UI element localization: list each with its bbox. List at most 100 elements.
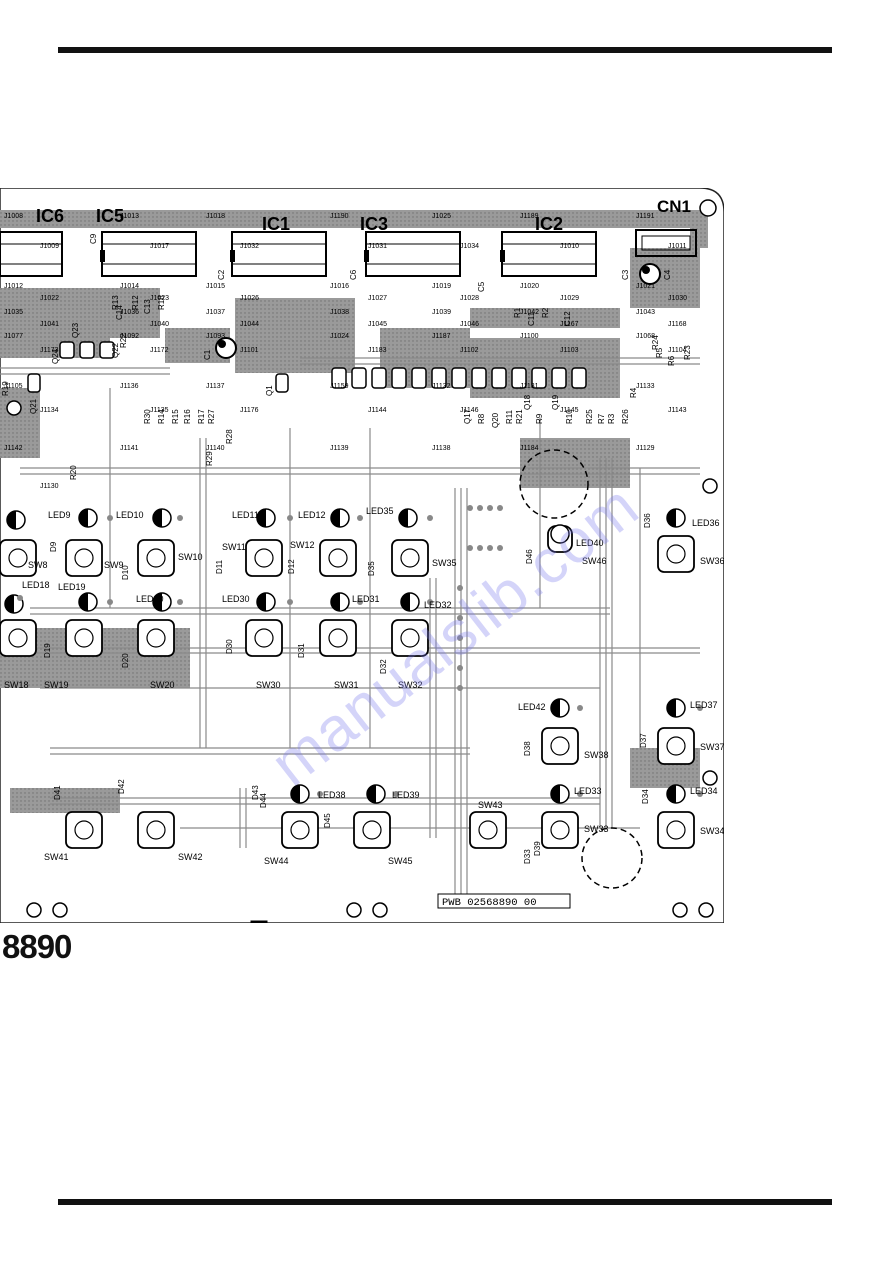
resistor-label: R25	[585, 409, 594, 424]
diode-label: D35	[367, 561, 376, 576]
switch-label: SW11	[222, 542, 246, 552]
diode-label: D34	[641, 789, 650, 804]
jumper-label: J1032	[240, 243, 259, 250]
resistor-label: R21	[515, 409, 524, 424]
jumper-label: J1173	[40, 347, 59, 354]
switch-label: SW10	[178, 552, 203, 562]
diode-label: D9	[49, 541, 58, 552]
jumper-label: J1012	[4, 283, 23, 290]
jumper-label: J1093	[206, 333, 225, 340]
led-label: LED36	[692, 518, 720, 528]
ic-chips	[0, 231, 597, 277]
mounting-circles	[519, 449, 643, 889]
tact-switches	[0, 525, 695, 849]
jumper-label: J1138	[432, 445, 451, 452]
diode-label: D11	[215, 559, 224, 574]
resistor-label: R1	[513, 307, 522, 318]
capacitor-label: C6	[349, 269, 358, 280]
resistor-label: R11	[505, 409, 514, 424]
jumper-label: J1068	[636, 333, 655, 340]
resistor-label: R22	[119, 333, 128, 348]
jumper-label: J1134	[40, 407, 59, 414]
jumper-label: J1030	[668, 295, 687, 302]
jumper-label: J1136	[120, 383, 139, 390]
diode-label: D20	[121, 653, 130, 668]
jumper-label: J1021	[636, 283, 655, 290]
capacitor-label: C5	[477, 281, 486, 292]
pads	[17, 505, 703, 797]
transistor-label: Q23	[71, 322, 80, 338]
jumper-label: J1029	[560, 295, 579, 302]
jumper-label: J1044	[240, 321, 259, 328]
resistor-label: R29	[205, 451, 214, 466]
switch-label: SW37	[700, 742, 724, 752]
diode-label: D46	[525, 549, 534, 564]
diode-label: D44	[259, 793, 268, 808]
connector-label: CN1	[657, 197, 691, 216]
board-edge-features: PWB 02568890 00	[6, 199, 718, 923]
ic-label-ic3: IC3	[360, 214, 388, 234]
jumper-label: J1137	[206, 383, 225, 390]
led-label: LED18	[22, 580, 50, 590]
ic-label-ic2: IC2	[535, 214, 563, 234]
switch-label: SW45	[388, 856, 413, 866]
jumper-label: J1034	[460, 243, 479, 250]
part-code: 8890	[2, 928, 72, 965]
switch-label: SW36	[700, 556, 724, 566]
jumper-label: J1039	[432, 309, 451, 316]
switch-label: SW44	[264, 856, 289, 866]
connector-cn1	[635, 229, 697, 285]
switch-label: SW20	[150, 680, 175, 690]
switch-label: SW34	[700, 826, 724, 836]
switch-label: SW18	[4, 680, 29, 690]
transistor-label: Q21	[29, 398, 38, 414]
capacitor-c1	[215, 337, 237, 359]
switch-label: SW41	[44, 852, 69, 862]
switch-label: SW43	[478, 800, 503, 810]
switch-label: SW19	[44, 680, 69, 690]
jumper-label: J1041	[40, 321, 59, 328]
resistor-label: R27	[207, 409, 216, 424]
led-label: LED33	[574, 786, 602, 796]
jumper-label: J1183	[368, 347, 387, 354]
led-label: LED30	[222, 594, 250, 604]
top-rule	[58, 47, 832, 53]
jumper-label: J1129	[636, 445, 655, 452]
jumper-label: J1176	[240, 407, 259, 414]
diode-label: D39	[533, 841, 542, 856]
switch-label: SW9	[104, 560, 124, 570]
resistor-label: R19	[1, 381, 10, 396]
jumper-label: J1103	[560, 347, 579, 354]
jumper-label: J1022	[40, 295, 59, 302]
jumper-label: J1104	[668, 347, 687, 354]
switch-label: SW46	[582, 556, 607, 566]
jumper-label: J1040	[150, 321, 169, 328]
led-label: LED20	[136, 594, 164, 604]
pcb-drawing: IC6 IC5 IC1 IC3 IC2 CN1	[0, 188, 724, 923]
capacitor-label: C14	[115, 305, 124, 320]
led-label: LED39	[392, 790, 420, 800]
capacitor-label: C1	[203, 349, 212, 360]
jumper-label: J1038	[330, 309, 349, 316]
resistor-label: R16	[183, 409, 192, 424]
jumper-label: J1190	[330, 213, 349, 220]
jumper-label: J1011	[668, 243, 687, 250]
jumper-label: J1016	[330, 283, 349, 290]
capacitor-label: C9	[89, 233, 98, 244]
resistor-label: R23	[683, 345, 692, 360]
jumper-label: J1046	[460, 321, 479, 328]
switch-label: SW12	[290, 540, 315, 550]
diode-label: D36	[643, 513, 652, 528]
jumper-label: J1168	[668, 321, 687, 328]
jumper-label: J1031	[368, 243, 387, 250]
diode-label: D31	[297, 643, 306, 658]
jumper-label: J1133	[636, 383, 655, 390]
jumper-label: J1010	[560, 243, 579, 250]
led-label: LED11	[232, 510, 259, 520]
diode-label: D45	[323, 813, 332, 828]
led-label: LED34	[690, 786, 718, 796]
jumper-label: J1009	[40, 243, 59, 250]
capacitor-label: C4	[663, 269, 672, 280]
resistor-label: R7	[597, 413, 606, 424]
